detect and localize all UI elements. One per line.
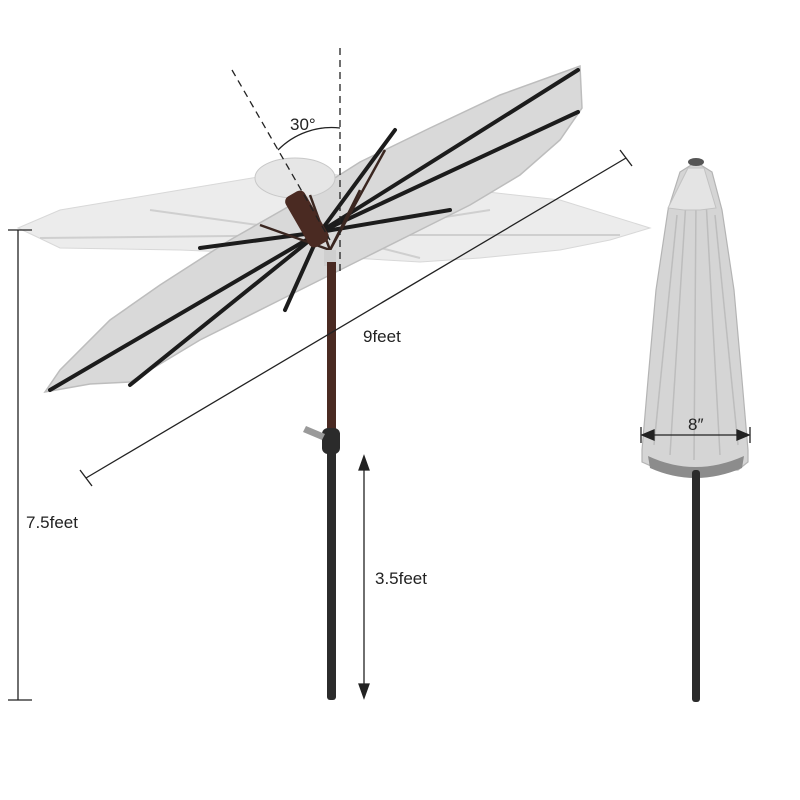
finial bbox=[688, 158, 704, 166]
crank-height-label: 3.5feet bbox=[375, 569, 427, 588]
height-label: 7.5feet bbox=[26, 513, 78, 532]
crank-housing bbox=[322, 428, 340, 454]
diameter-label: 9feet bbox=[363, 327, 401, 346]
crank-handle bbox=[303, 426, 325, 440]
folded-width-label: 8″ bbox=[688, 415, 703, 434]
folded-umbrella bbox=[641, 158, 749, 702]
tilt-joint bbox=[285, 190, 329, 248]
diameter-line bbox=[85, 157, 627, 479]
tilt-angle-label: 30° bbox=[290, 115, 316, 134]
arrow-up-icon bbox=[358, 454, 370, 471]
tilt-angle-annotation: 30° bbox=[231, 48, 341, 272]
pole-upper bbox=[327, 262, 336, 432]
diameter-tick-end bbox=[619, 149, 633, 167]
folded-cap bbox=[667, 167, 717, 211]
folded-pleats bbox=[653, 199, 739, 461]
open-umbrella bbox=[16, 64, 652, 700]
folded-width-dimension bbox=[640, 427, 751, 443]
arrow-down-icon bbox=[358, 683, 370, 700]
arrow-left-icon bbox=[640, 429, 655, 441]
height-dimension bbox=[8, 229, 32, 701]
arrow-right-icon bbox=[736, 429, 751, 441]
folded-pole bbox=[692, 470, 700, 702]
angle-arc bbox=[277, 126, 341, 151]
canopy-ribs bbox=[48, 68, 580, 392]
pole-lower bbox=[327, 432, 336, 700]
tilt-reference-line bbox=[231, 69, 331, 241]
diameter-tick-start bbox=[79, 469, 93, 487]
crank-height-dimension bbox=[358, 454, 370, 700]
diameter-dimension bbox=[79, 149, 633, 487]
folded-hem bbox=[648, 456, 744, 478]
